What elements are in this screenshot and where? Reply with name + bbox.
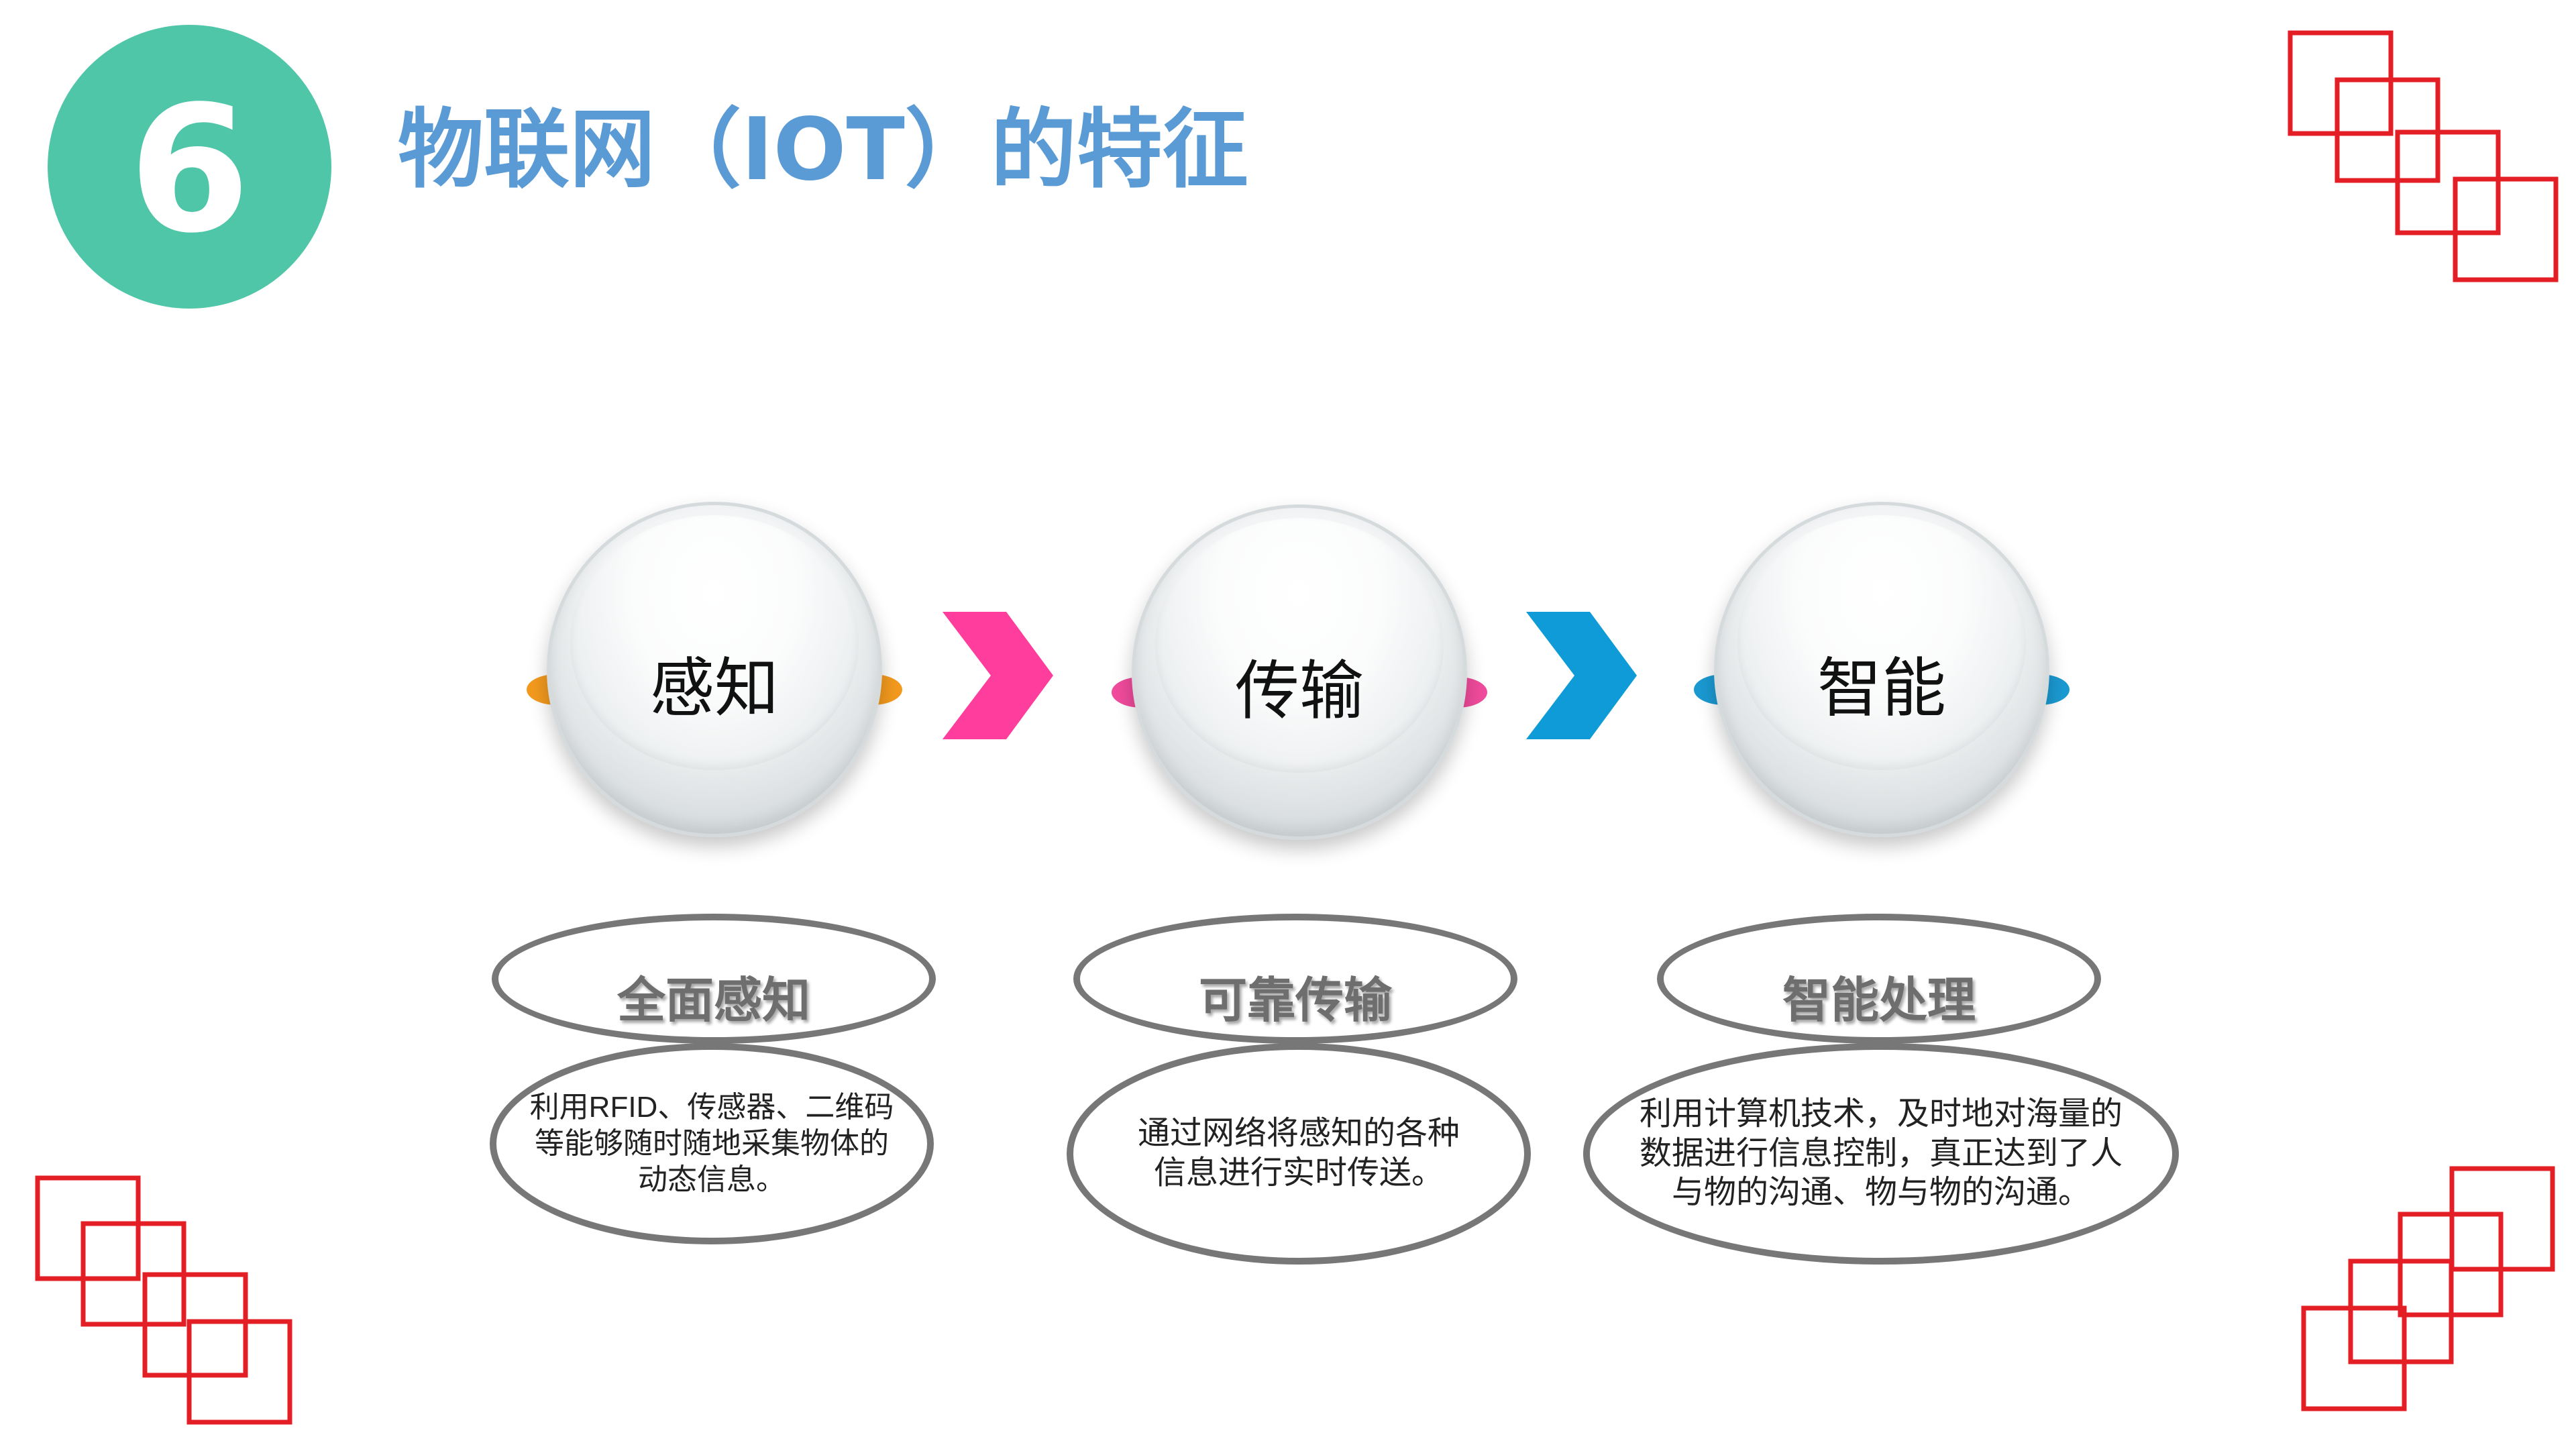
page-title: 物联网（IOT）的特征 [398,100,1248,200]
bottom-right-squares-decoration [2301,1166,2555,1411]
step-2-circle[interactable]: 传输 [1098,504,1501,907]
step-2-description-pill: 通过网络将感知的各种信息进行实时传送。 [1067,1043,1531,1265]
step-3-label: 智能 [1817,651,1946,726]
step-1-description-pill: 利用RFID、传感器、二维码等能够随时随地采集物体的动态信息。 [490,1043,934,1244]
step-1-label: 感知 [650,651,779,726]
step-3-title-pill: 智能处理 [1657,914,2101,1044]
step-2-description: 通过网络将感知的各种信息进行实时传送。 [1137,1116,1460,1191]
step-3-circle[interactable]: 智能 [1680,502,2083,904]
step-1-circle[interactable]: 感知 [513,502,916,904]
step-1-title: 全面感知 [616,971,810,1028]
top-right-squares-decoration [2288,30,2559,282]
chevron-right-icon [1526,612,1637,739]
step-2-title-pill: 可靠传输 [1073,914,1517,1044]
bottom-left-squares-decoration [35,1175,292,1425]
step-1-inner-highlight [570,515,859,770]
step-3-description: 利用计算机技术，及时地对海量的数据进行信息控制，真正达到了人与物的沟通、物与物的… [1639,1096,2123,1211]
step-3-title: 智能处理 [1782,971,1976,1028]
step-2-inner-highlight [1155,518,1444,773]
step-1-title-pill: 全面感知 [492,914,936,1044]
step-3-inner-highlight [1737,515,2026,770]
step-3-description-pill: 利用计算机技术，及时地对海量的数据进行信息控制，真正达到了人与物的沟通、物与物的… [1583,1043,2179,1265]
chevron-right-icon [943,612,1053,739]
step-1-description: 利用RFID、传感器、二维码等能够随时随地采集物体的动态信息。 [529,1091,894,1196]
step-2-label: 传输 [1235,653,1364,729]
section-number: 6 [129,68,250,272]
section-number-badge: 6 [48,25,331,309]
step-2-title: 可靠传输 [1198,971,1392,1028]
